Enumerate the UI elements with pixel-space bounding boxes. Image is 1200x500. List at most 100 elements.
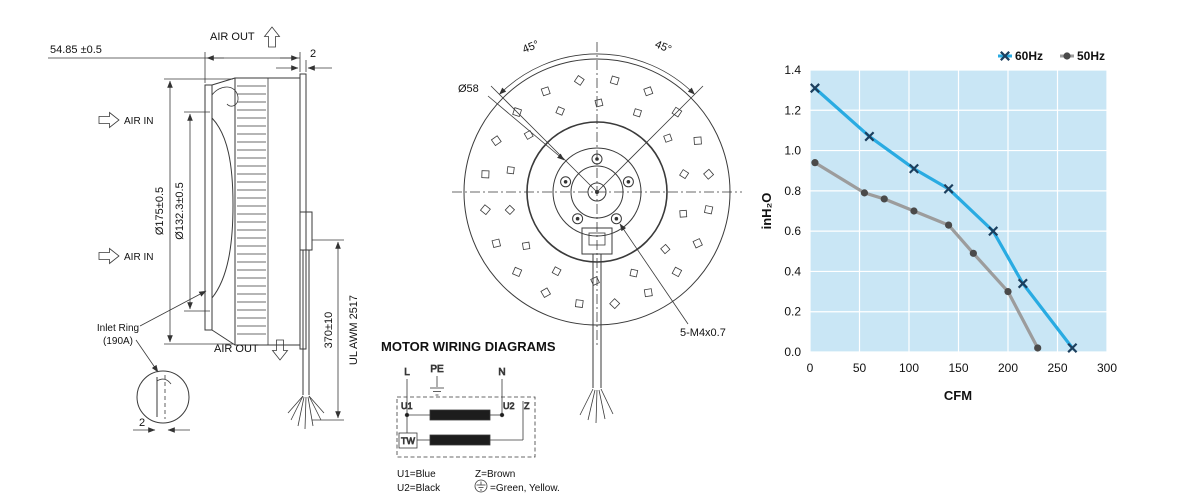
impeller-blades (237, 85, 266, 335)
y-tick-label: 1.4 (784, 63, 801, 77)
vent-hole (671, 106, 683, 118)
inlet-ring-label-1: Inlet Ring (97, 323, 139, 334)
data-point-x (864, 131, 875, 142)
wiring-legend: U1=Blue U2=Black Z=Brown =Green, Yellow. (397, 469, 560, 494)
fan-housing-side (204, 73, 307, 350)
cable-spec-label: UL AWM 2517 (348, 295, 360, 365)
x-axis-label: CFM (944, 388, 972, 403)
data-point-dot (1034, 344, 1042, 352)
vent-hole (481, 170, 490, 179)
data-point-x (1067, 342, 1078, 353)
dim-flange: 2 (276, 48, 332, 72)
wire-strands (579, 388, 614, 424)
vent-hole (523, 129, 534, 140)
terminal-n-label: N (498, 367, 505, 378)
y-tick-label: 1.0 (784, 144, 801, 158)
motor-winding-main (429, 409, 491, 421)
vent-hole (491, 238, 502, 249)
vent-hole (555, 106, 565, 116)
hub-diameter-callout: Ø58 (458, 83, 565, 161)
side-view-drawing: AIR OUT 54.85 ±0.5 2 AIR IN AIR IN (48, 26, 360, 433)
terminal-box-and-cable (579, 227, 614, 424)
data-point-dot (910, 207, 918, 215)
vent-hole (693, 136, 702, 145)
angle-dimension: 45° 45° (490, 39, 704, 193)
vent-hole (703, 168, 715, 180)
vent-hole (540, 86, 551, 97)
mounting-screws (560, 153, 634, 225)
vent-hole (506, 166, 515, 175)
vent-hole (512, 107, 523, 118)
vent-hole (609, 75, 620, 86)
vent-hole (521, 241, 531, 251)
y-axis-label: inH₂O (759, 193, 774, 230)
data-point-dot (1063, 52, 1071, 60)
z-label: Z (524, 401, 530, 411)
thermal-protector-label: TW (401, 436, 415, 446)
right-arrow-icon (98, 248, 120, 264)
screw-callout: 5-M4x0.7 (619, 223, 726, 339)
vent-hole (594, 98, 604, 108)
diagram-boundary (396, 396, 536, 458)
data-point-x (809, 83, 820, 94)
wiring-title: MOTOR WIRING DIAGRAMS (381, 339, 556, 354)
vent-hole (679, 169, 690, 180)
dim-depth-label: 54.85 ±0.5 (50, 44, 102, 56)
vent-holes (479, 74, 715, 310)
vent-hole (671, 266, 683, 278)
ground-icon (430, 387, 444, 396)
vent-hole (551, 266, 562, 277)
data-point-x (1000, 51, 1010, 61)
up-arrow-icon (264, 26, 280, 48)
front-view-circles (463, 58, 731, 326)
vent-hole (629, 268, 639, 278)
angle-left-label: 45° (521, 39, 541, 56)
legend-ground: =Green, Yellow. (490, 483, 560, 494)
vent-hole (511, 266, 523, 278)
dim-cable-length: 370±10 UL AWM 2517 (312, 239, 360, 421)
data-point-x (988, 226, 999, 237)
vent-hole (643, 288, 653, 298)
x-tick-label: 0 (807, 361, 814, 375)
data-point-dot (1004, 287, 1012, 296)
x-tick-label: 100 (899, 361, 919, 375)
air-out-bottom-label: AIR OUT (214, 343, 259, 355)
screw-callout-label: 5-M4x0.7 (680, 327, 726, 339)
data-point-dot (945, 221, 953, 229)
air-in-upper-annotation: AIR IN (98, 112, 153, 128)
screw-hole (591, 153, 603, 165)
dim-ring-thickness-label: 2 (139, 417, 145, 429)
dim-inner-diameter-label: Ø132.3±0.5 (174, 182, 186, 239)
right-arrow-icon (98, 112, 120, 128)
motor-winding-aux (429, 434, 491, 446)
dim-outer-diameter: Ø175±0.5 (154, 78, 233, 345)
vent-hole (479, 204, 491, 216)
angle-right-label: 45° (653, 39, 673, 56)
legend-z: Z=Brown (475, 469, 515, 480)
x-tick-label: 150 (948, 361, 968, 375)
vent-hole (679, 209, 688, 218)
air-out-bottom-annotation: AIR OUT (214, 339, 288, 361)
screw-hole (560, 176, 572, 188)
inlet-ring-label-2: (190A) (103, 336, 133, 347)
vent-hole (632, 108, 642, 118)
dim-cable-length-label: 370±10 (323, 312, 335, 349)
screw-hole (572, 213, 584, 225)
wiring-diagram-section: MOTOR WIRING DIAGRAMS L PE N U1 U2 Z TW (381, 339, 560, 494)
front-view-drawing: 45° 45° Ø58 5-M4x0.7 (452, 39, 742, 424)
vent-hole (590, 276, 600, 286)
air-out-top-annotation: AIR OUT (210, 26, 280, 48)
thermal-protector-box (398, 432, 418, 449)
screw-hole (610, 213, 622, 225)
x-tick-label: 250 (1047, 361, 1067, 375)
data-point-dot (860, 189, 869, 197)
inlet-bell-profile (211, 117, 234, 299)
vent-hole (643, 86, 654, 97)
vent-hole (703, 205, 714, 215)
data-point-x (1017, 278, 1028, 289)
u2-label: U2 (503, 401, 515, 411)
data-point-dot (880, 195, 888, 203)
